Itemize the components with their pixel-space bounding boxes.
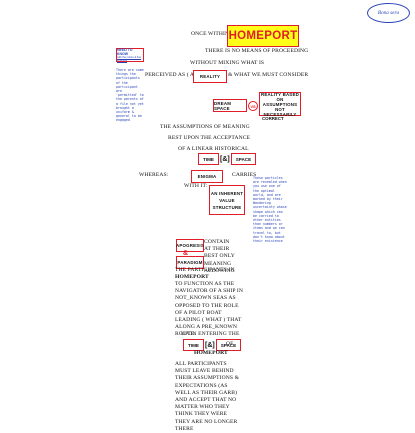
aporia-col-1: CONTAIN AT THEIR BEST ONLY MEANING ALLOW… [204, 239, 235, 274]
left-margin-note: There are some things the participants o… [116, 68, 144, 123]
time-box-2: TIME [183, 339, 204, 351]
right-margin-note: These particles are revealed when you us… [253, 176, 287, 244]
homeport-banner: HOMEPORT [227, 25, 299, 47]
header-line-3: WITHOUT MIXING WHAT IS [190, 60, 265, 66]
need-to-know-title: NEED TO KNOW [117, 48, 133, 56]
ampersand-red: & [183, 250, 189, 257]
whereas-label: WHEREAS: [139, 172, 169, 178]
perceived-text: PERCEIVED AS ( A ) [145, 72, 198, 78]
correct-label: CORRECT [262, 116, 284, 121]
vs-circle: VS [248, 101, 258, 111]
time-box-1: TIME [198, 153, 219, 165]
aporia-body-2: TO FUNCTION AS THE NAVIGATOR OF A SHIP I… [175, 281, 243, 338]
value-structure-box: AN INHERENT VALUE STRUCTURE [209, 185, 245, 215]
paradigm-box: PARADIGM [176, 256, 204, 269]
logo: Bona sera [367, 3, 410, 23]
dream-space-box: DREAM SPACE [213, 99, 247, 112]
amp-2: [&] [204, 341, 215, 349]
perceived-after: & WHAT WE MUST CONSIDER [228, 72, 309, 78]
assumptions-line-3: OF A LINEAR HISTORICAL [178, 146, 249, 152]
need-to-know-subtitle: with the notion & fine structure [117, 56, 142, 62]
reality-box: REALITY [193, 70, 227, 83]
aporia-homeport: HOMEPORT [175, 274, 209, 280]
with-it-label: WITH IT: [184, 183, 208, 189]
space-box-1: SPACE [230, 153, 257, 165]
aporia-body: THE PARTICIPANTS IN [175, 267, 235, 273]
final-paragraph: ALL PARTICIPANTS MUST LEAVE BEHIND THEIR… [175, 361, 240, 432]
enigma-box: ENIGMA [191, 170, 223, 183]
assumptions-line-2: REST UPON THE ACCEPTANCE [168, 135, 251, 141]
assumptions-line-1: THE ASSUMPTIONS OF MEANING [160, 124, 250, 130]
space-box-2: SPACE [215, 339, 242, 351]
header-line-2: THERE IS NO MEANS OF PROCEEDING [205, 48, 309, 54]
of-label: OF [226, 341, 234, 347]
entering-label: UPON ENTERING THE [181, 331, 240, 337]
entering-homeport: HOMEPORT [194, 350, 228, 356]
amp-1: [&] [219, 155, 230, 163]
time-space-2: TIME [&] SPACE [183, 339, 242, 351]
carries-label: CARRIES [232, 172, 257, 178]
header-line-1: ONCE WITHIN [191, 31, 230, 37]
apogresis-box: APOGRESIS [176, 239, 204, 252]
reality-based-box: REALITY BASED ON ASSUMPTIONS NOT NECESSA… [259, 92, 301, 117]
need-to-know-box: NEED TO KNOW with the notion & fine stru… [116, 48, 144, 62]
time-space-1: TIME [&] SPACE [198, 153, 257, 165]
